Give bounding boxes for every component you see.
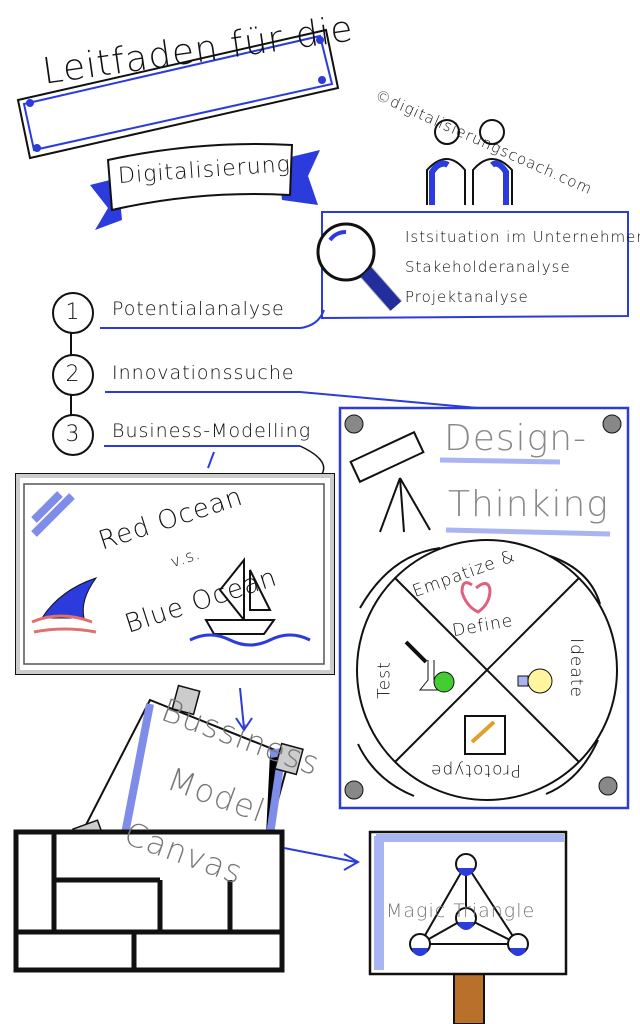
design-title-line2: Thinking bbox=[448, 484, 609, 525]
analysis-item: Istsituation im Unternehmen bbox=[405, 228, 640, 246]
design-thinking-panel bbox=[338, 406, 630, 810]
phase-ideate: Ideate bbox=[565, 638, 586, 698]
step-number: 2 bbox=[52, 354, 94, 396]
banner bbox=[90, 143, 320, 230]
canvas-grid bbox=[13, 829, 285, 973]
step-number: 1 bbox=[52, 292, 94, 334]
step-label: Potentialanalyse bbox=[112, 298, 285, 320]
lightbulb-icon bbox=[517, 668, 553, 694]
analysis-box bbox=[321, 211, 629, 320]
phase-test: Test bbox=[374, 661, 395, 699]
people-icon bbox=[426, 119, 513, 205]
pipette-icon bbox=[404, 640, 428, 664]
magic-triangle-label: Magic Triangle bbox=[386, 900, 536, 922]
step-number: 3 bbox=[52, 414, 94, 456]
magic-triangle-sign bbox=[368, 830, 568, 1024]
tablet-icon bbox=[464, 715, 506, 755]
analysis-item: Projektanalyse bbox=[405, 288, 529, 306]
design-title-line1: Design- bbox=[444, 418, 588, 459]
flask-icon bbox=[418, 660, 455, 693]
analysis-item: Stakeholderanalyse bbox=[405, 258, 571, 276]
title-frame bbox=[16, 28, 340, 160]
ocean-panel bbox=[15, 473, 335, 675]
heart-icon bbox=[460, 581, 492, 614]
step-label: Business-Modelling bbox=[112, 420, 312, 442]
phase-prototype: Prototype bbox=[430, 760, 522, 780]
step-label: Innovationssuche bbox=[112, 362, 295, 384]
telescope-icon bbox=[349, 430, 431, 533]
magnifier-icon bbox=[316, 222, 402, 312]
